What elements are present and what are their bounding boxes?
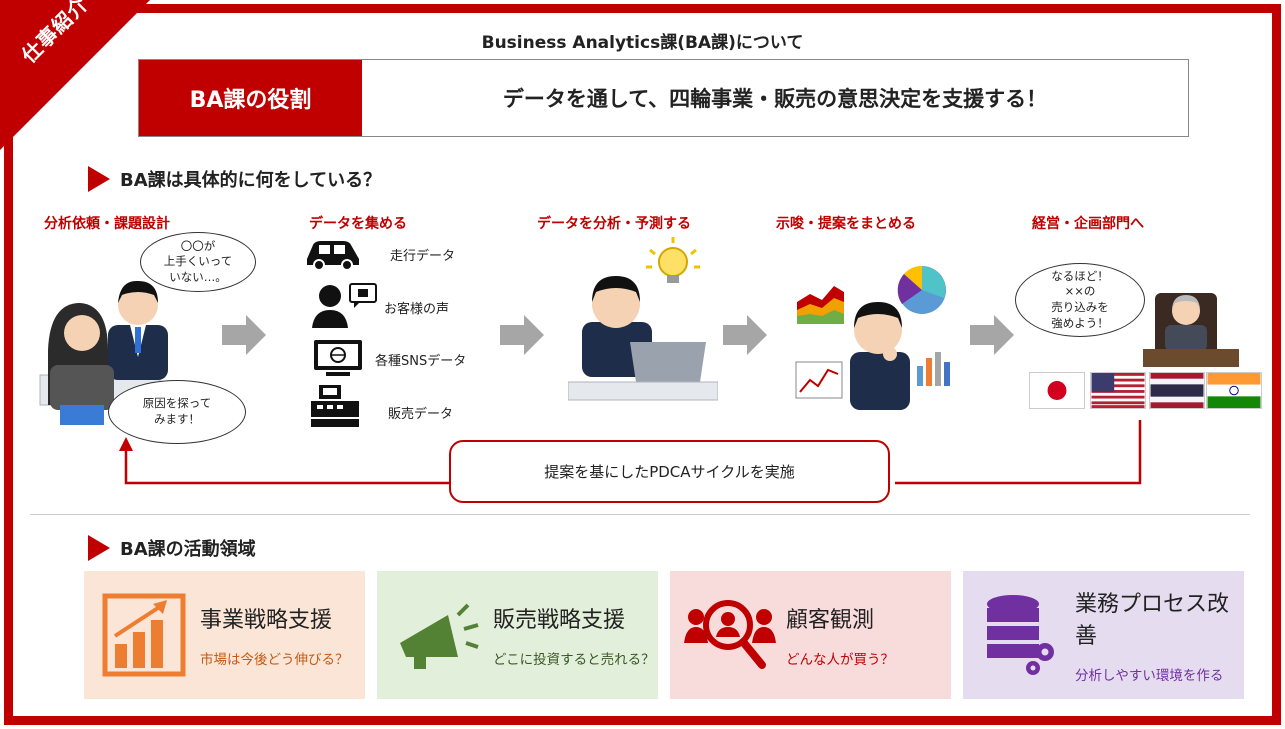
step-title-request: 分析依頼・課題設計 [44, 216, 170, 232]
area-subtitle: どんな人が買う？ [786, 652, 894, 668]
triangle-bullet-icon [88, 535, 110, 561]
step-title-analyze: データを分析・予測する [537, 216, 691, 232]
thailand-flag-icon [1149, 372, 1205, 409]
area-card-business-strategy: 事業戦略支援 市場は今後どう伸びる？ [84, 571, 365, 699]
line-chart-icon [795, 361, 843, 399]
area-title: 販売戦略支援 [493, 608, 626, 633]
data-item-sales: 販売データ [388, 407, 454, 422]
speech-bubble-request: 〇〇が 上手くいって いない…。 [140, 232, 256, 292]
sns-monitor-icon [314, 340, 362, 376]
pdca-cycle-label: 提案を基にしたPDCAサイクルを実施 [544, 463, 795, 481]
area-title: 顧客観測 [786, 608, 875, 633]
analyst-laptop-icon [568, 237, 718, 401]
role-description: データを通して、四輪事業・販売の意思決定を支援する！ [502, 87, 1048, 111]
section-heading-activities: BA課は具体的に何をしている？ [88, 166, 381, 192]
usa-flag-icon [1090, 372, 1146, 409]
step-title-management: 経営・企画部門へ [1032, 216, 1144, 232]
flow-arrow-icon [222, 315, 266, 355]
megaphone-icon [400, 603, 479, 669]
step-title-collect: データを集める [309, 216, 407, 232]
pie-chart-icon [897, 265, 946, 314]
role-label: BA課の役割 [139, 60, 362, 136]
section-heading-text: BA課の活動領域 [120, 539, 256, 560]
section-heading-areas: BA課の活動領域 [88, 535, 256, 561]
flow-arrow-icon [723, 315, 767, 355]
speech-bubble-reply: 原因を探って みます！ [108, 380, 246, 444]
database-gear-icon [987, 595, 1054, 675]
area-card-process-improvement: 業務プロセス改善 分析しやすい環境を作る [963, 571, 1244, 699]
pdca-cycle-box: 提案を基にしたPDCAサイクルを実施 [449, 440, 890, 503]
speech-bubble-executive: なるほど！ ××の 売り込みを 強めよう！ [1015, 263, 1145, 337]
section-divider [30, 514, 1250, 515]
lightbulb-icon [646, 237, 700, 283]
section-heading-text: BA課は具体的に何をしている？ [120, 170, 382, 191]
area-title: 事業戦略支援 [200, 608, 333, 633]
executive-icon [1143, 293, 1239, 367]
corner-ribbon [0, 0, 150, 150]
area-chart-icon [797, 286, 844, 324]
role-box: BA課の役割 データを通して、四輪事業・販売の意思決定を支援する！ [138, 59, 1189, 137]
area-subtitle: 市場は今後どう伸びる？ [200, 652, 349, 668]
pdca-loop-arrow [119, 420, 1142, 485]
india-flag-icon [1206, 372, 1262, 409]
area-subtitle: 分析しやすい環境を作る [1075, 668, 1224, 684]
car-icon [307, 241, 359, 271]
page-title: Business Analytics課(BA課)について [481, 33, 804, 53]
data-item-customer-voice: お客様の声 [384, 302, 450, 317]
step-title-propose: 示唆・提案をまとめる [776, 216, 916, 232]
flow-arrow-icon [970, 315, 1014, 355]
cash-register-icon [311, 385, 359, 427]
growth-chart-icon [102, 593, 186, 677]
japan-flag-icon [1029, 372, 1085, 409]
customer-search-icon [684, 600, 776, 669]
thinking-person-charts-icon [795, 265, 950, 410]
triangle-bullet-icon [88, 166, 110, 192]
area-title: 業務プロセス改善 [1075, 592, 1230, 649]
data-item-sns: 各種SNSデータ [375, 354, 467, 369]
data-item-driving: 走行データ [390, 249, 456, 264]
area-card-customer-observation: 顧客観測 どんな人が買う？ [670, 571, 951, 699]
flow-arrow-icon [500, 315, 544, 355]
area-subtitle: どこに投資すると売れる？ [493, 652, 655, 668]
customer-voice-icon [312, 283, 377, 328]
bar-chart-icon [917, 352, 950, 386]
area-card-sales-strategy: 販売戦略支援 どこに投資すると売れる？ [377, 571, 658, 699]
